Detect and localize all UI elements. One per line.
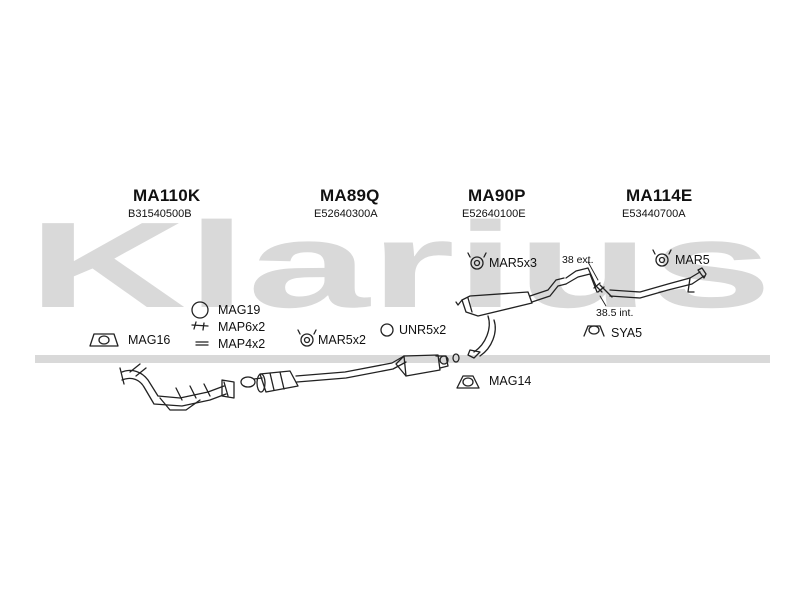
tailpipe-ma114e [565,267,707,299]
fitting-label-map6x2: MAP6x2 [218,320,266,334]
fitting-label-mag19: MAG19 [218,303,261,317]
fitting-label-mag16: MAG16 [128,333,171,347]
dimension-label-int: 38.5 int. [596,307,634,319]
dimension-label-ext: 38 ext. [562,254,594,266]
fitting-label-sya5: SYA5 [611,326,643,340]
rear-silencer-ma90p [455,277,567,359]
flange-gasket-icon [456,375,480,389]
flange-gasket-icon [89,333,119,347]
assembly-code-ma90p: MA90P [468,186,526,205]
dimension-leaders [587,261,607,307]
assembly-code-ma114e: MA114E [626,186,693,205]
rubber-mount-icon [467,252,487,270]
clamp-small-icon [195,341,209,346]
assembly-code-ma110k: MA110K [133,186,201,205]
assembly-code-ma89q: MA89Q [320,186,380,205]
intermediate-silencer-ma90p [395,353,460,377]
assembly-ref-ma90p: E52640100E [462,208,526,220]
centre-silencer-ma89q [240,355,407,393]
front-downpipe-ma110k [119,363,235,411]
assembly-ref-ma114e: E53440700A [622,208,686,220]
clamp-bolt-icon [191,321,209,331]
assembly-ref-ma110k: B31540500B [128,208,192,220]
fitting-label-mag14: MAG14 [489,374,532,388]
fitting-label-mar5x2: MAR5x2 [318,333,366,347]
rubber-ring-icon [380,323,394,337]
fitting-label-unr5x2: UNR5x2 [399,323,447,337]
watermark-underline [35,355,770,363]
rubber-mount-icon [652,249,672,267]
rubber-mount-icon [297,329,317,347]
gasket-ring-icon [191,301,209,319]
assembly-ref-ma89q: E52640300A [314,208,378,220]
fitting-label-mar5: MAR5 [675,253,710,267]
fitting-label-mar5x3: MAR5x3 [489,256,537,270]
fitting-label-map4x2: MAP4x2 [218,337,266,351]
watermark-text: Klarius [28,197,773,333]
clamp-icon [583,325,605,337]
